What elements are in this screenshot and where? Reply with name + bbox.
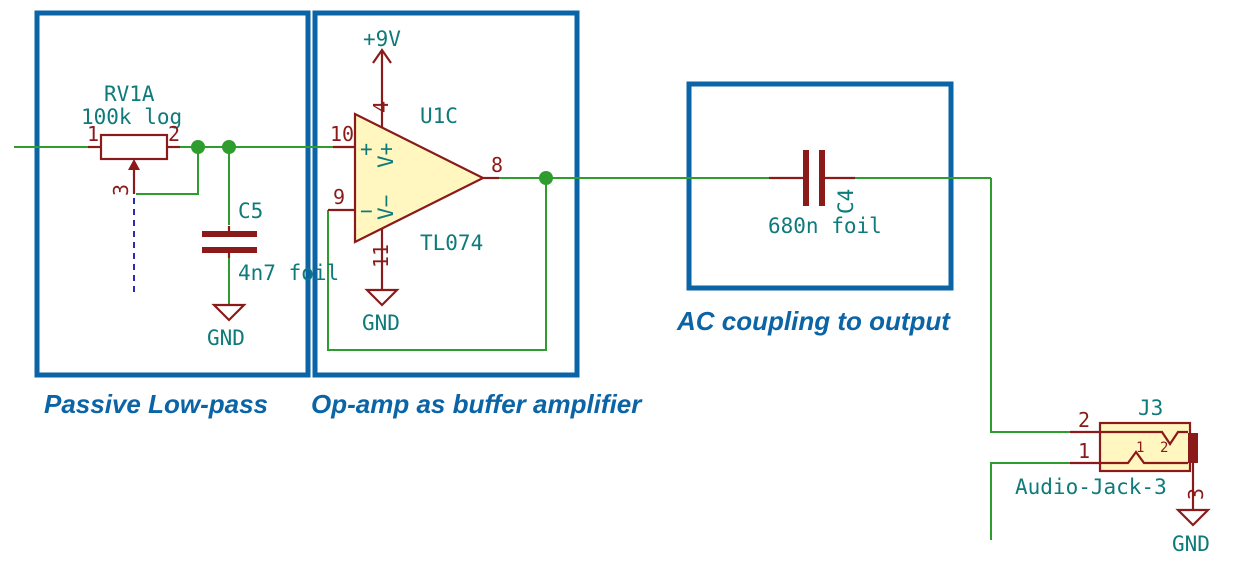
opamp-vminus-text: V− bbox=[374, 195, 398, 220]
gnd-symbol-c5: GND bbox=[207, 303, 247, 350]
jack-tip-contact bbox=[1100, 430, 1188, 446]
supply-arrow-icon bbox=[372, 48, 392, 64]
feedback-wire bbox=[327, 178, 547, 351]
ground-icon bbox=[211, 303, 247, 322]
jack-inner2: 2 bbox=[1160, 440, 1168, 456]
jack-pin3: 3 bbox=[1184, 488, 1208, 500]
coupling-section-label: AC coupling to output bbox=[676, 306, 951, 336]
opamp-u1c[interactable]: 10 9 8 4 11 V+ V− + − U1C TL074 bbox=[328, 82, 503, 290]
lowpass-section-box bbox=[34, 10, 311, 378]
rv1-pin2: 2 bbox=[168, 122, 180, 146]
jack-pin1: 1 bbox=[1078, 439, 1090, 463]
lowpass-section-label: Passive Low-pass bbox=[44, 389, 268, 419]
buffer-section-box bbox=[312, 10, 580, 378]
potentiometer-rv1[interactable]: RV1A 100k log 1 2 3 bbox=[81, 82, 182, 295]
opamp-vplus-text: V+ bbox=[374, 143, 398, 168]
c4-ref: C4 bbox=[834, 189, 858, 214]
capacitor-c5[interactable]: C5 4n7 foil bbox=[202, 199, 339, 285]
ground-icon bbox=[1175, 508, 1211, 527]
opamp-ref: U1C bbox=[420, 104, 458, 128]
opamp-triangle bbox=[353, 112, 486, 244]
opamp-pin-vminus: 11 bbox=[369, 244, 393, 268]
jack-ring-contact bbox=[1100, 450, 1188, 465]
supply-label: +9V bbox=[363, 27, 401, 51]
capacitor-c4[interactable]: C4 680n foil bbox=[768, 150, 882, 238]
coupling-section-box bbox=[686, 81, 954, 291]
junction-dot bbox=[539, 171, 553, 185]
c5-ref: C5 bbox=[238, 199, 263, 223]
rv1-pin3: 3 bbox=[109, 184, 133, 196]
opamp-minus-sign: − bbox=[360, 199, 373, 223]
opamp-value: TL074 bbox=[420, 231, 483, 255]
rv1-value: 100k log bbox=[81, 105, 182, 129]
jack-pin2: 2 bbox=[1078, 408, 1090, 432]
opamp-pin-vplus: 4 bbox=[369, 101, 393, 113]
wires bbox=[14, 146, 1070, 540]
opamp-plus-sign: + bbox=[360, 137, 373, 161]
jack-ref: J3 bbox=[1138, 396, 1163, 420]
c5-gnd-label: GND bbox=[207, 326, 245, 350]
junction-dot bbox=[191, 140, 205, 154]
opamp-pin-in-minus: 9 bbox=[333, 185, 345, 209]
opamp-pin-out: 8 bbox=[491, 153, 503, 177]
jack-gnd-label: GND bbox=[1172, 532, 1210, 556]
gnd-symbol-jack: GND bbox=[1172, 508, 1211, 556]
junction-dot bbox=[222, 140, 236, 154]
c4-value: 680n foil bbox=[768, 214, 882, 238]
jack-sleeve-wire bbox=[990, 462, 1070, 540]
audio-jack-j3[interactable]: 2 1 3 1 2 J3 Audio-Jack-3 bbox=[1015, 396, 1208, 510]
jack-tip-wire bbox=[990, 178, 1070, 433]
supply-symbol-9v: +9V bbox=[363, 27, 401, 82]
ground-icon bbox=[364, 288, 400, 307]
jack-inner1: 1 bbox=[1136, 440, 1144, 456]
buffer-section-label: Op-amp as buffer amplifier bbox=[311, 389, 643, 419]
opamp-gnd-label: GND bbox=[362, 311, 400, 335]
wiper-arrow-icon bbox=[128, 159, 140, 170]
rv1-ref: RV1A bbox=[104, 82, 155, 106]
jack-value: Audio-Jack-3 bbox=[1015, 475, 1167, 499]
jack-sleeve bbox=[1188, 433, 1198, 463]
opamp-pin-in-plus: 10 bbox=[330, 122, 354, 146]
wiper-wire bbox=[136, 147, 199, 195]
gnd-symbol-opamp: GND bbox=[362, 288, 400, 335]
rv1-pin1: 1 bbox=[87, 122, 99, 146]
c5-value: 4n7 foil bbox=[238, 261, 339, 285]
